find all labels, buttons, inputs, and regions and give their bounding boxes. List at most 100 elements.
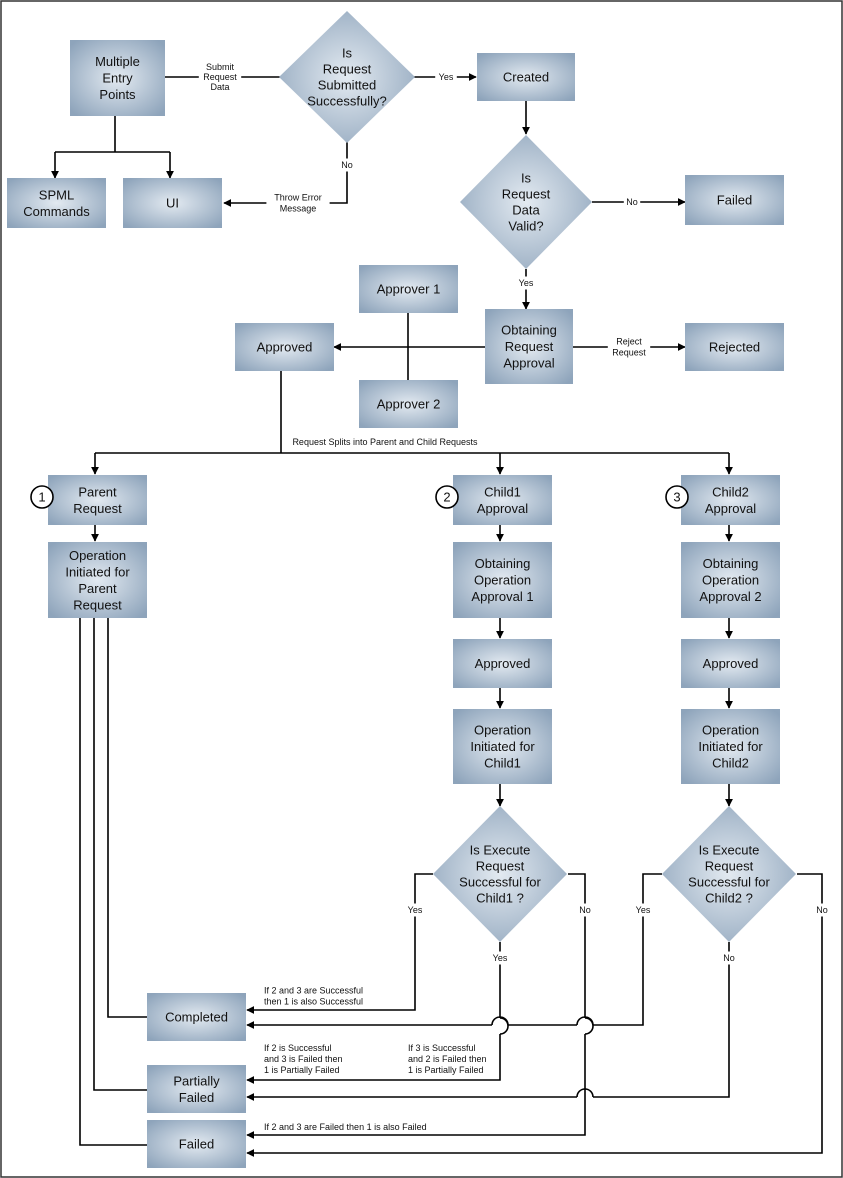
approver2-text: Approver 2 [377,397,441,412]
approved-c2-shape [681,639,780,688]
no-c2-right-label: No [813,903,831,917]
failed-top-shape [685,175,784,225]
yes-c1-label: Yes [404,903,426,917]
no-c2-right-text: No [816,905,828,915]
partially-failed-shape [147,1065,246,1113]
branch-marker-number: 3 [673,490,680,505]
obtain-op1-shape [453,542,552,618]
two-success-text: If 2 is Successful [264,1043,332,1053]
no-valid-text: No [626,197,638,207]
no-valid-label: No [623,195,641,209]
op-parent-text: Parent [78,581,117,596]
reject-request-text: Request [612,348,646,358]
multiple-entry-shape [70,40,165,116]
throw-error-text: Message [280,204,317,214]
child1-approval-text: Child1 [484,484,521,499]
no-submit-label: No [338,158,356,172]
is-exec-c2-text: Child2 ? [705,891,753,906]
yes-c2-label-bg [632,903,654,917]
throw-error-text: Throw Error [274,193,322,203]
both-failed-text: If 2 and 3 are Failed then 1 is also Fai… [264,1122,427,1132]
no-c2-bottom-label: No [720,951,738,965]
splits-label: Request Splits into Parent and Child Req… [292,437,478,447]
completed-shape [147,993,246,1041]
approver1-box: Approver 1 [359,265,458,313]
spml-text: SPML [39,187,74,202]
no-c1-label-bg [576,903,594,917]
op-child1-text: Child1 [484,756,521,771]
both-success-text: If 2 and 3 are Successful [264,986,363,996]
connector-lines [51,73,823,1157]
branch-marker-circle [665,485,689,509]
two-success-text: and 3 is Failed then [264,1054,343,1064]
no-submit-text: No [341,160,353,170]
is-submitted-text: Successfully? [307,94,386,109]
yes-c1-text: Yes [408,905,423,915]
partially-failed-text: Partially [173,1073,220,1088]
three-success-text: 1 is Partially Failed [408,1065,484,1075]
failed-top-box: Failed [685,175,784,225]
op-child1-text: Initiated for [470,739,535,754]
created-box: Created [477,53,575,101]
is-exec-c1-text: Child1 ? [476,891,524,906]
approver2-box: Approver 2 [359,380,458,428]
multiple-entry-text: Points [99,87,136,102]
is-submitted-text: Is [342,46,353,61]
throw-error-label-bg [266,190,330,216]
obtain-op1-text: Obtaining [475,556,531,571]
completed-text: Completed [165,1010,228,1025]
yes-valid-label-bg [515,276,537,290]
flow-nodes: MultipleEntryPointsCreatedSPMLCommandsUI… [7,11,796,1168]
branch-marker-3: 3 [665,485,689,509]
is-submitted-text: Submitted [318,78,377,93]
completed-box: Completed [147,993,246,1041]
rejected-shape [685,323,784,371]
is-valid-text: Valid? [508,219,543,234]
is-valid-text: Is [521,171,532,186]
is-valid-shape [460,135,592,269]
partially-failed-text: Failed [179,1090,214,1105]
is-exec-c1-text: Request [476,859,525,874]
obtain-op2-text: Obtaining [703,556,759,571]
spml-text: Commands [23,204,90,219]
op-child2-text: Operation [702,723,759,738]
is-exec-c2-text: Is Execute [699,843,760,858]
op-child2-text: Initiated for [698,739,763,754]
failed-top-text: Failed [717,193,752,208]
is-exec-c2-shape [662,806,796,942]
no-c2-bottom-label-bg [720,951,738,965]
branch-marker-number: 2 [443,490,450,505]
yes-c2-text: Yes [636,905,651,915]
approved-c2-box: Approved [681,639,780,688]
approver1-shape [359,265,458,313]
rejected-text: Rejected [709,340,760,355]
both-failed-label: If 2 and 3 are Failed then 1 is also Fai… [264,1122,427,1132]
approved-main-shape [235,323,334,371]
spml-shape [7,178,106,228]
two-success-text: 1 is Partially Failed [264,1065,340,1075]
no-c2-right-label-bg [813,903,831,917]
obtain-op1-text: Approval 1 [471,589,533,604]
obtain-op2-shape [681,542,780,618]
is-submitted-shape [279,11,415,143]
no-valid-label-bg [623,195,641,209]
no-submit-label-bg [338,158,356,172]
obtaining-approval-text: Approval [503,356,554,371]
